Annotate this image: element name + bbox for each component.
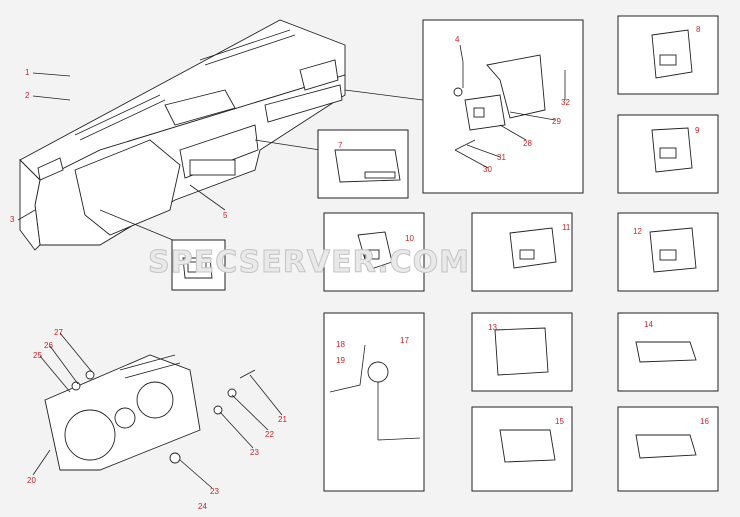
callout-2: 2 <box>25 91 30 100</box>
relay-column-a <box>323 212 573 492</box>
callout-21: 21 <box>278 415 287 424</box>
radio-detail <box>254 129 409 199</box>
relay-column-b <box>617 15 719 492</box>
callout-5: 5 <box>223 211 228 220</box>
callout-30: 30 <box>483 165 492 174</box>
callout-23a: 23 <box>250 448 259 457</box>
callout-26: 26 <box>44 341 53 350</box>
callout-9: 9 <box>695 126 700 135</box>
callout-1: 1 <box>25 68 30 77</box>
callout-4: 4 <box>455 35 460 44</box>
callout-labels: 1 2 3 4 5 7 8 9 10 11 12 13 14 15 16 17 … <box>10 25 709 511</box>
callout-7: 7 <box>338 141 343 150</box>
callout-32: 32 <box>561 98 570 107</box>
callout-13: 13 <box>488 323 497 332</box>
callout-28: 28 <box>523 139 532 148</box>
callout-25: 25 <box>33 351 42 360</box>
callout-11: 11 <box>562 223 571 232</box>
callout-19: 19 <box>336 356 345 365</box>
callout-23b: 23 <box>210 487 219 496</box>
callout-31: 31 <box>497 153 506 162</box>
instrument-cluster <box>44 354 256 471</box>
callout-24: 24 <box>198 502 207 511</box>
callout-3: 3 <box>10 215 15 224</box>
dashboard-assembly <box>19 19 346 251</box>
callout-10: 10 <box>405 234 414 243</box>
switch-detail <box>99 209 226 291</box>
callout-8: 8 <box>696 25 701 34</box>
callout-20: 20 <box>27 476 36 485</box>
leader-lines <box>17 44 566 489</box>
callout-22: 22 <box>265 430 274 439</box>
callout-12: 12 <box>633 227 642 236</box>
callout-29: 29 <box>552 117 561 126</box>
callout-18: 18 <box>336 340 345 349</box>
callout-16: 16 <box>700 417 709 426</box>
watermark: SPECSERVER.COM <box>148 245 470 280</box>
callout-15: 15 <box>555 417 564 426</box>
callout-14: 14 <box>644 320 653 329</box>
callout-17: 17 <box>400 336 409 345</box>
relay-bracket-panel <box>344 19 584 194</box>
callout-27: 27 <box>54 328 63 337</box>
